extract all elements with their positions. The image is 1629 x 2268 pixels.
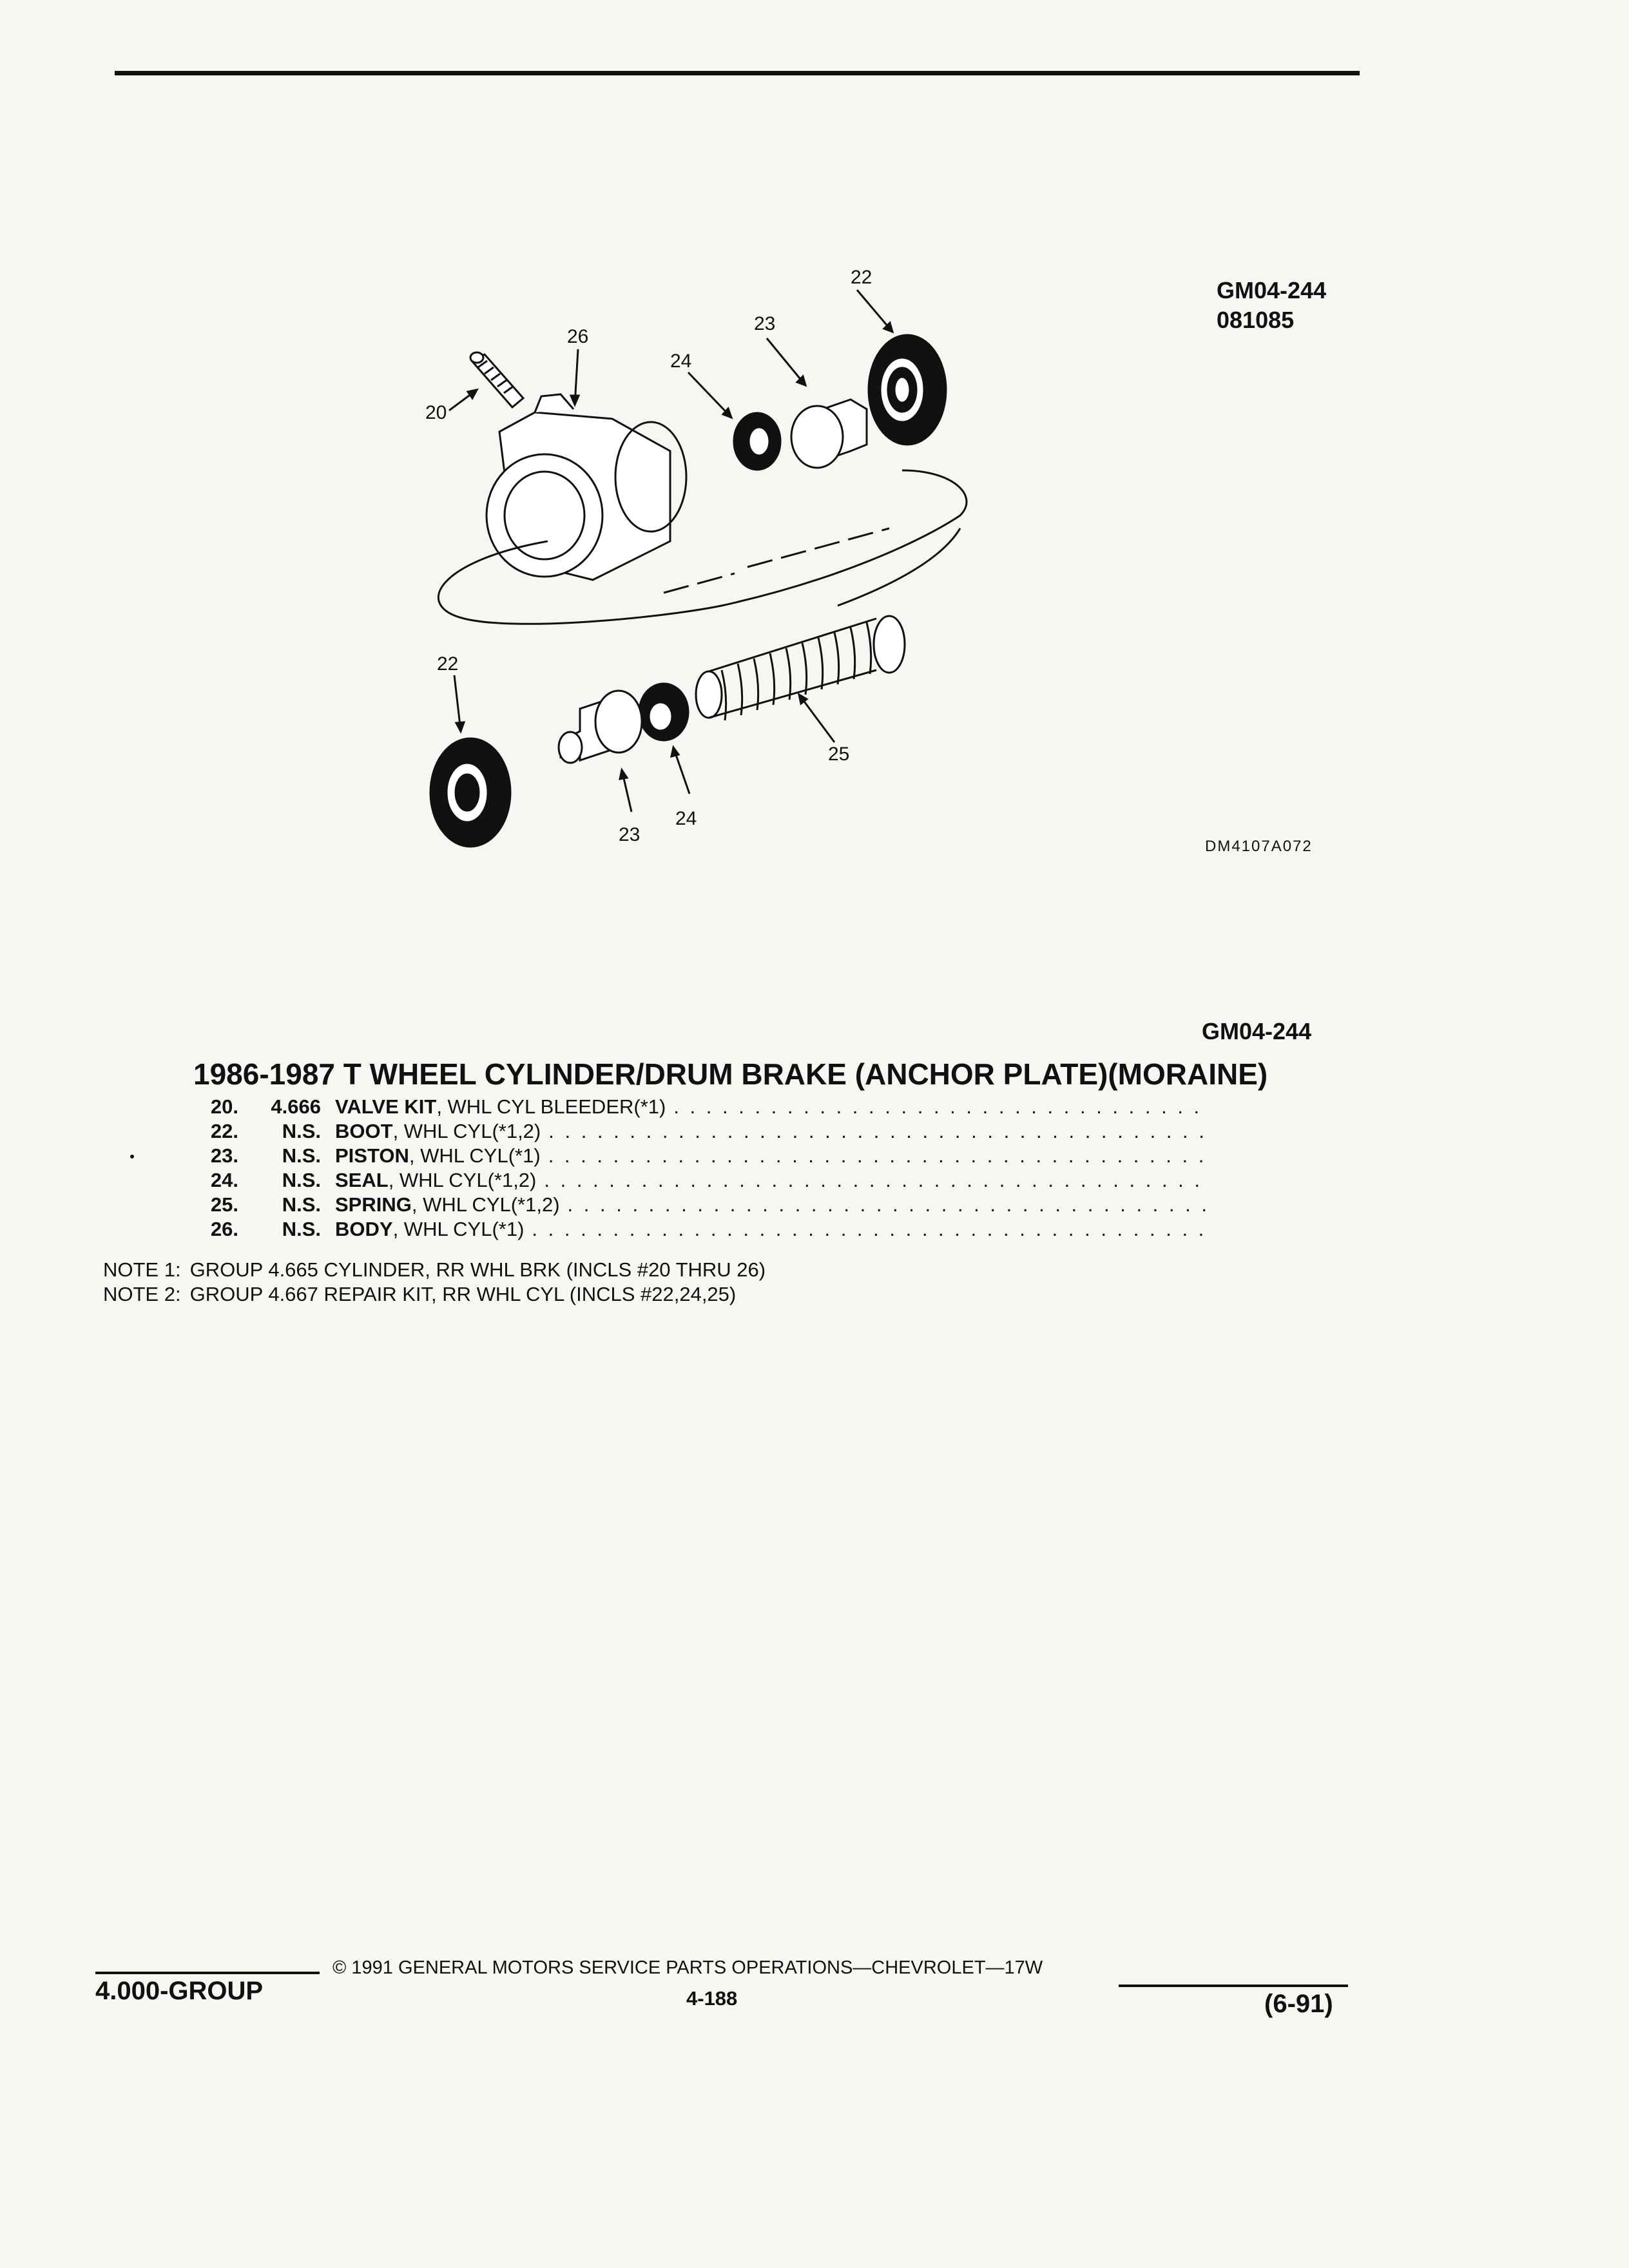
note-text: GROUP 4.665 CYLINDER, RR WHL BRK (INCLS …: [189, 1258, 766, 1281]
leader-dots: . . . . . . . . . . . . . . . . . . . . …: [673, 1095, 1208, 1118]
part-detail: , WHL CYL(*1,2): [392, 1120, 541, 1142]
part-description: SPRING, WHL CYL(*1,2): [335, 1193, 560, 1216]
callout-number: 23: [754, 313, 775, 334]
part-row: 24. N.S. SEAL, WHL CYL(*1,2) . . . . . . . …: [164, 1169, 1208, 1193]
seal-top-part: [733, 412, 782, 471]
footer-rule-right: [1119, 1984, 1348, 1987]
callout-number: 26: [567, 326, 588, 347]
part-group-code: N.S.: [282, 1169, 321, 1191]
part-detail: , WHL CYL BLEEDER(*1): [436, 1095, 666, 1118]
part-number: 20.: [210, 1095, 238, 1118]
figure-date-code: 081085: [1217, 307, 1295, 333]
part-group-code: N.S.: [282, 1144, 321, 1167]
part-number: 26.: [210, 1218, 238, 1240]
spring-part: [695, 615, 906, 721]
seal-bottom-part: [638, 682, 689, 742]
callout-number: 25: [828, 744, 849, 765]
part-number: 22.: [210, 1120, 238, 1142]
part-name: SEAL: [335, 1169, 389, 1191]
part-detail: , WHL CYL(*1): [392, 1218, 525, 1240]
part-number: 24.: [210, 1169, 238, 1191]
figure-code-block: GM04-244 081085: [1217, 276, 1326, 335]
piston-top-part: [790, 398, 868, 469]
leader-dots: . . . . . . . . . . . . . . . . . . . . …: [544, 1169, 1208, 1191]
note-label: NOTE 1:: [103, 1258, 181, 1281]
scan-speck: [130, 1155, 134, 1158]
footer-group: 4.000-GROUP: [95, 1977, 264, 2005]
part-detail: , WHL CYL(*1,2): [411, 1193, 560, 1216]
part-description: BODY, WHL CYL(*1): [335, 1218, 524, 1241]
boot-bottom-part: [429, 737, 512, 848]
part-name: PISTON: [335, 1144, 409, 1167]
note-label: NOTE 2:: [103, 1283, 181, 1305]
note-row: NOTE 2: GROUP 4.667 REPAIR KIT, RR WHL CY…: [103, 1282, 775, 1307]
leader-dots: . . . . . . . . . . . . . . . . . . . . …: [548, 1144, 1208, 1167]
part-group-code: N.S.: [282, 1218, 321, 1240]
part-description: BOOT, WHL CYL(*1,2): [335, 1120, 541, 1143]
part-detail: , WHL CYL(*1,2): [388, 1169, 537, 1191]
part-number: 25.: [210, 1193, 238, 1216]
callout-number: 24: [670, 351, 691, 372]
part-group-code: N.S.: [282, 1120, 321, 1142]
note-text: GROUP 4.667 REPAIR KIT, RR WHL CYL (INCL…: [189, 1283, 737, 1305]
callout-number: 24: [675, 808, 697, 829]
section-ref-code: GM04-244: [1202, 1018, 1312, 1044]
part-description: PISTON, WHL CYL(*1): [335, 1144, 541, 1168]
footer-rule-left: [95, 1972, 320, 1974]
cylinder-body-part: [437, 393, 968, 625]
part-row: 23. N.S. PISTON, WHL CYL(*1) . . . . . . . …: [164, 1144, 1208, 1169]
part-name: SPRING: [335, 1193, 412, 1216]
callout-number: 20: [425, 402, 447, 423]
part-name: BOOT: [335, 1120, 393, 1142]
leader-dots: . . . . . . . . . . . . . . . . . . . . …: [567, 1193, 1208, 1216]
part-row: 25. N.S. SPRING, WHL CYL(*1,2) . . . . . . …: [164, 1193, 1208, 1218]
boot-top-part: [867, 334, 947, 446]
drawing-number: DM4107A072: [1205, 838, 1313, 855]
callout-number: 22: [851, 267, 872, 288]
footer-page-number: 4-188: [686, 1987, 738, 2010]
leader-dots: . . . . . . . . . . . . . . . . . . . . …: [548, 1120, 1208, 1142]
part-detail: , WHL CYL(*1): [409, 1144, 541, 1167]
note-row: NOTE 1: GROUP 4.665 CYLINDER, RR WHL BRK …: [103, 1258, 775, 1282]
part-group-code: 4.666: [271, 1095, 321, 1118]
part-row: 22. N.S. BOOT, WHL CYL(*1,2) . . . . . . . …: [164, 1120, 1208, 1144]
part-row: 20. 4.666 VALVE KIT, WHL CYL BLEEDER(*1) . …: [164, 1095, 1208, 1120]
callout-number: 23: [619, 824, 640, 845]
bleeder-valve-part: [469, 351, 525, 409]
part-description: VALVE KIT, WHL CYL BLEEDER(*1): [335, 1095, 666, 1119]
piston-bottom-part: [557, 689, 643, 764]
section-title: 1986-1987 T WHEEL CYLINDER/DRUM BRAKE (A…: [193, 1057, 1268, 1091]
footer-copyright: © 1991 GENERAL MOTORS SERVICE PARTS OPER…: [333, 1957, 1043, 1978]
part-row: 26. N.S. BODY, WHL CYL(*1) . . . . . . . . …: [164, 1218, 1208, 1242]
callout-number: 22: [437, 653, 458, 675]
part-name: BODY: [335, 1218, 393, 1240]
wheel-cylinder-exploded-diagram: 20 26 24 23 22 22 23 24 25: [425, 267, 968, 848]
part-group-code: N.S.: [282, 1193, 321, 1216]
part-name: VALVE KIT: [335, 1095, 437, 1118]
leader-dots: . . . . . . . . . . . . . . . . . . . . …: [532, 1218, 1208, 1240]
notes-list: NOTE 1: GROUP 4.665 CYLINDER, RR WHL BRK …: [103, 1258, 775, 1307]
part-description: SEAL, WHL CYL(*1,2): [335, 1169, 536, 1192]
figure-code: GM04-244: [1217, 277, 1327, 303]
top-rule: [115, 71, 1360, 75]
part-number: 23.: [210, 1144, 238, 1167]
footer-date: (6-91): [1264, 1990, 1333, 2018]
